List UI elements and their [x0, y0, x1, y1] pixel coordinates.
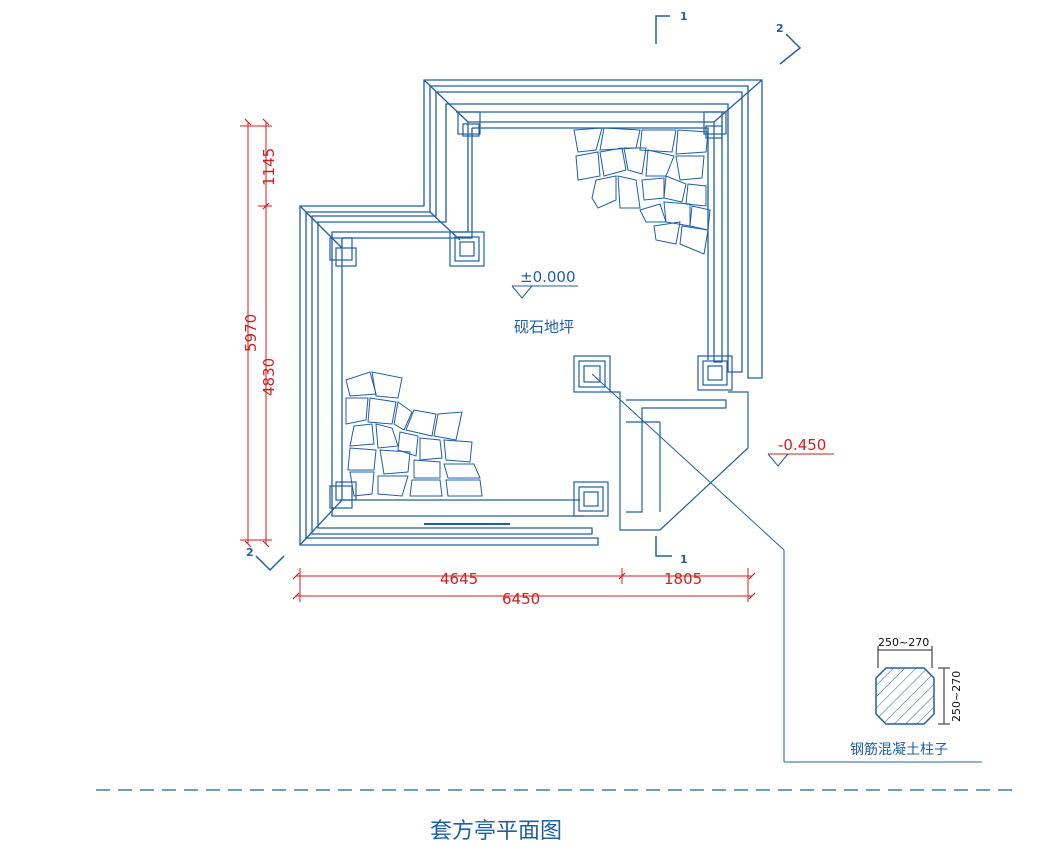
column-section-icon — [875, 667, 935, 725]
floor-level-text: ±0.000 — [520, 268, 576, 286]
column-inner-corner — [449, 231, 485, 267]
dim-left-total: 5970 — [242, 314, 260, 352]
flagstone-paving-bottom-left — [345, 371, 483, 497]
column-top-left — [457, 111, 481, 137]
section-mark-1-bottom — [655, 536, 672, 557]
left-dimensions — [240, 118, 272, 548]
column-leader-line — [591, 373, 982, 763]
floor-level-marker: ±0.000 — [511, 268, 578, 299]
steps — [424, 391, 749, 531]
bottom-dimensions — [292, 568, 756, 602]
column-detail-label: 钢筋混凝土柱子 — [850, 741, 948, 758]
section-mark-1-bottom-label: 1 — [680, 553, 688, 566]
dim-bottom-left: 4645 — [440, 570, 478, 588]
section-mark-1-top-label: 1 — [680, 10, 688, 23]
drawing-title: 套方亭平面图 — [430, 819, 562, 844]
columns — [329, 111, 733, 517]
section-marks: 1 1 2 2 — [246, 10, 802, 572]
column-mid-left — [329, 237, 357, 267]
column-right-mid — [697, 355, 733, 391]
dim-bottom-right: 1805 — [664, 570, 702, 588]
section-mark-2-bottom — [255, 555, 285, 572]
floor-material-label: 砚石地坪 — [514, 318, 574, 336]
column-detail: 250~270 250~270 钢筋混凝土柱子 — [850, 636, 963, 758]
plan-outline — [299, 79, 763, 546]
section-mark-2-top-label: 2 — [776, 22, 784, 35]
flagstone-paving-top-right — [573, 127, 711, 255]
outer-level-text: -0.450 — [778, 436, 826, 454]
column-center — [573, 355, 611, 393]
column-width-label: 250~270 — [878, 636, 929, 649]
dim-left-inner: 4830 — [260, 358, 278, 396]
section-mark-1-top — [655, 15, 670, 44]
section-mark-2-top — [779, 33, 802, 65]
outer-level-marker: -0.450 — [767, 436, 834, 467]
section-mark-2-bottom-label: 2 — [246, 546, 254, 559]
column-height-label: 250~270 — [950, 671, 963, 722]
column-bottom-right — [573, 481, 609, 517]
dim-bottom-total: 6450 — [502, 590, 540, 608]
column-bottom-left — [329, 481, 357, 509]
dim-left-top: 1145 — [260, 148, 278, 186]
